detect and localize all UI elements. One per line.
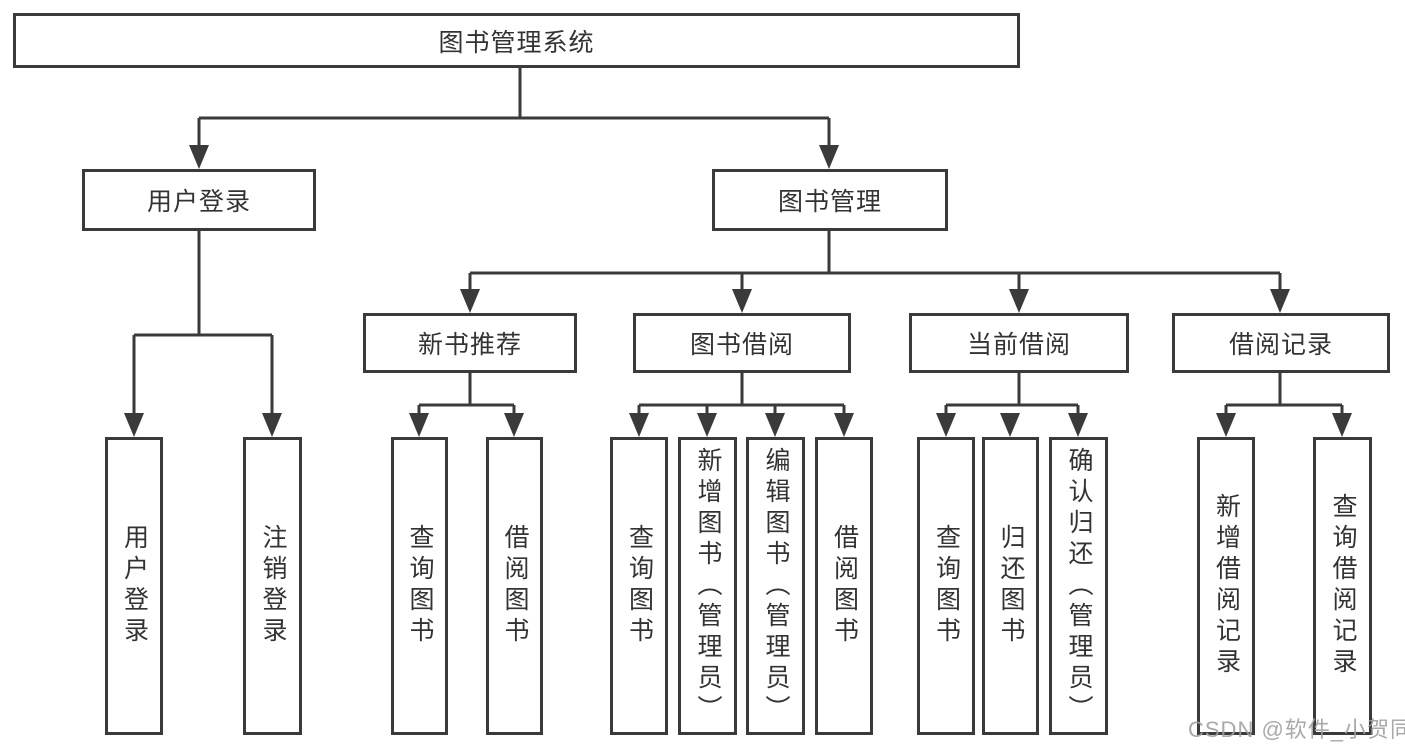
node-logout: 注销登录 [243,437,302,735]
node-query-borrow-record: 查询借阅记录 [1313,437,1372,735]
node-label: 图书管理 [777,188,882,216]
connector-path [132,231,274,415]
node-return-book: 归还图书 [982,437,1039,735]
arrowhead-icon [189,145,209,169]
arrowhead-icon [697,413,717,437]
node-label: 新书推荐 [417,331,522,359]
arrowhead-icon [819,145,839,169]
arrowhead-icon [765,413,785,437]
arrowhead-icon [1000,413,1020,437]
arrowhead-icon [504,413,524,437]
node-label: 查询图书 [406,524,434,648]
node-book-borrow: 图书借阅 [633,313,851,373]
arrowhead-icon [1270,289,1290,313]
node-label: 查询借阅记录 [1329,493,1357,679]
node-label: 用户登录 [120,524,149,648]
node-label: 借阅图书 [501,524,529,648]
arrowhead-icon [1068,413,1088,437]
node-label: 查询图书 [625,524,654,648]
root-node: 图书管理系统 [13,13,1020,68]
arrowhead-icon [936,413,956,437]
node-label: 确认归还（管理员） [1065,446,1093,726]
node-label: 借阅图书 [830,524,859,648]
connector-path [417,373,516,415]
arrowhead-icon [409,413,429,437]
root-label: 图书管理系统 [438,28,595,57]
node-label: 当前借阅 [966,331,1071,359]
connector-path [637,373,846,415]
connector-path [1224,373,1344,415]
arrowhead-icon [732,289,752,313]
connector-path [197,68,831,147]
node-current-borrow: 当前借阅 [909,313,1129,373]
node-query-books-current: 查询图书 [917,437,975,735]
arrowhead-icon [629,413,649,437]
node-label: 归还图书 [997,524,1025,648]
node-borrow-books-borrow: 借阅图书 [815,437,873,735]
node-borrow-books-recommend: 借阅图书 [486,437,543,735]
node-label: 借阅记录 [1228,331,1333,359]
arrowhead-icon [262,413,282,437]
arrowhead-icon [124,413,144,437]
node-new-book-recommend: 新书推荐 [363,313,577,373]
watermark: CSDN @软件_小贺同学 [1188,717,1405,742]
node-label: 用户登录 [146,188,251,216]
node-user-login: 用户登录 [105,437,163,735]
node-label: 新增借阅记录 [1212,493,1241,679]
node-add-book-admin: 新增图书（管理员） [678,437,737,735]
arrowhead-icon [834,413,854,437]
node-query-books-recommend: 查询图书 [391,437,448,735]
node-edit-book-admin: 编辑图书（管理员） [746,437,805,735]
connector-path [468,231,1282,291]
node-label: 图书借阅 [689,331,794,359]
connector-path [944,373,1080,415]
node-book-management: 图书管理 [712,169,948,231]
arrowhead-icon [1332,413,1352,437]
node-label: 注销登录 [259,524,287,648]
node-user-login-group: 用户登录 [82,169,316,231]
node-borrow-records: 借阅记录 [1172,313,1390,373]
arrowhead-icon [1216,413,1236,437]
node-label: 编辑图书（管理员） [762,446,790,726]
arrowhead-icon [460,289,480,313]
node-label: 新增图书（管理员） [694,446,722,726]
arrowhead-icon [1009,289,1029,313]
node-label: 查询图书 [932,524,961,648]
node-add-borrow-record: 新增借阅记录 [1197,437,1255,735]
node-query-books-borrow: 查询图书 [610,437,668,735]
node-confirm-return-admin: 确认归还（管理员） [1049,437,1108,735]
